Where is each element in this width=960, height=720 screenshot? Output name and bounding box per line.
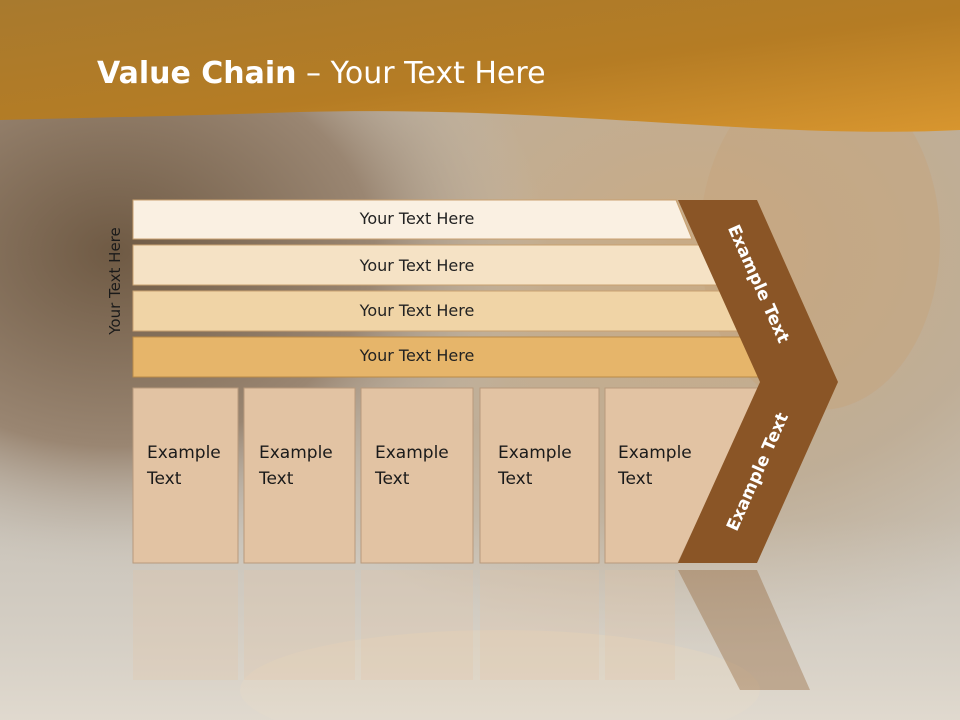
column-1-line2: Text xyxy=(147,469,182,489)
bar-3-label: Your Text Here xyxy=(359,301,475,320)
bar-shape-1 xyxy=(132,199,693,240)
column-2-line1: Example xyxy=(259,443,333,463)
chevron-reflection xyxy=(678,570,810,690)
column-shape-1 xyxy=(132,387,239,564)
column-shape-3 xyxy=(360,387,474,564)
bar-4: Your Text Here xyxy=(133,336,753,376)
title-rest: – Your Text Here xyxy=(296,56,546,91)
column-4-line1: Example xyxy=(498,443,572,463)
bar-1-label: Your Text Here xyxy=(359,209,475,228)
column-2-line2: Text xyxy=(259,469,294,489)
bar-3: Your Text Here xyxy=(133,291,733,331)
bar-4-label: Your Text Here xyxy=(359,346,475,365)
title-bold: Value Chain xyxy=(97,56,297,91)
column-reflection-4 xyxy=(480,570,599,680)
column-3-line2: Text xyxy=(375,469,410,489)
column-3-line1: Example xyxy=(375,443,449,463)
bar-2: Your Text Here xyxy=(133,246,713,286)
bar-1: Your Text Here xyxy=(133,199,693,239)
chevron-shape xyxy=(678,200,838,563)
column-reflection-3 xyxy=(361,570,473,680)
slide-title: Value Chain – Your Text Here xyxy=(97,52,546,96)
column-5-line2: Text xyxy=(618,469,653,489)
column-shape-4 xyxy=(479,387,600,564)
column-5-line1: Example xyxy=(618,443,692,463)
bar-2-label: Your Text Here xyxy=(359,256,475,275)
column-reflection-5 xyxy=(605,570,675,680)
column-reflection-1 xyxy=(133,570,238,680)
column-reflection-2 xyxy=(244,570,355,680)
column-4-line2: Text xyxy=(498,469,533,489)
column-shape-2 xyxy=(243,387,356,564)
column-1-line1: Example xyxy=(147,443,221,463)
